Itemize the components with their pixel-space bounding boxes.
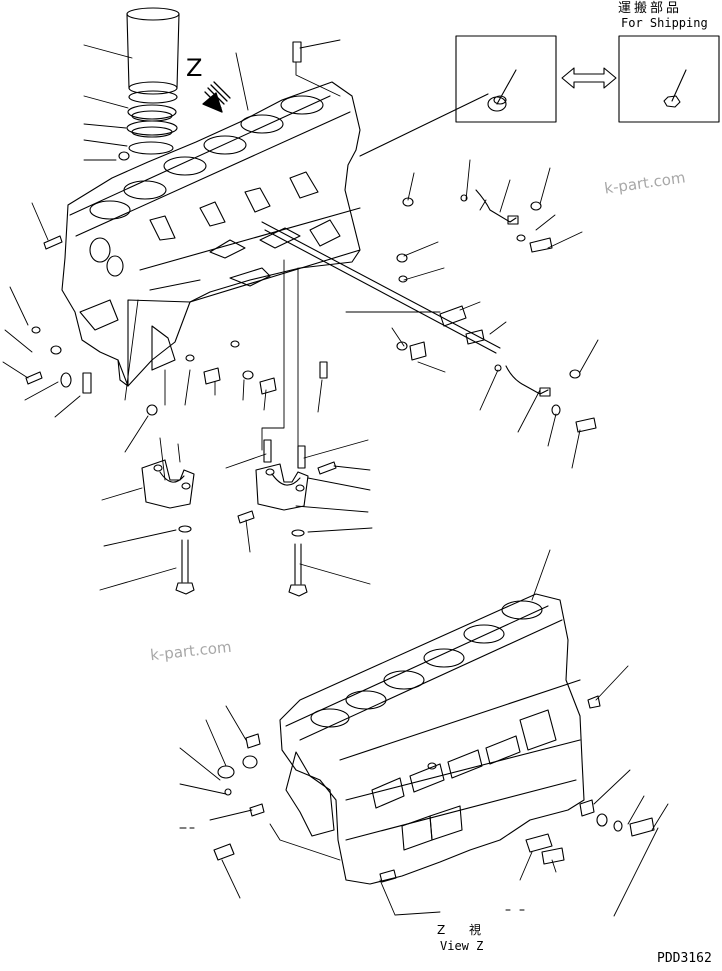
cylinder-liner bbox=[126, 7, 180, 104]
view-z-arrow bbox=[202, 81, 231, 113]
cap-bolt-left bbox=[175, 525, 195, 595]
drawing-code: PDD3162 bbox=[657, 951, 712, 966]
dowel-pins bbox=[82, 41, 337, 524]
double-arrow-icon bbox=[561, 67, 617, 89]
cap-bolt-right bbox=[288, 529, 308, 597]
bearing-cap-right bbox=[255, 463, 309, 511]
shipping-label-en: For Shipping bbox=[621, 16, 708, 30]
shipping-label-jp: 運搬部品 bbox=[618, 1, 683, 16]
view-caption-jp: Z 視 bbox=[437, 923, 492, 937]
inset-plug-part bbox=[487, 69, 517, 112]
inset-leader bbox=[359, 93, 489, 157]
view-z-marker: Z bbox=[186, 54, 203, 82]
leader-lines bbox=[2, 39, 669, 917]
inset-plug-part-shipping bbox=[663, 69, 687, 108]
sensor-upper bbox=[475, 189, 519, 225]
inset-box-installed-part bbox=[455, 35, 557, 123]
cylinder-block-view-z bbox=[279, 593, 585, 885]
oil-gallery-rods bbox=[261, 221, 501, 354]
inset-box-shipping-part bbox=[618, 35, 720, 123]
sensor-lower bbox=[505, 365, 551, 397]
cylinder-block-upper bbox=[61, 81, 361, 387]
view-caption-en: View Z bbox=[440, 939, 484, 953]
bearing-cap-left bbox=[141, 459, 195, 509]
liner-rings bbox=[126, 104, 178, 155]
view-z-parts bbox=[213, 695, 655, 883]
